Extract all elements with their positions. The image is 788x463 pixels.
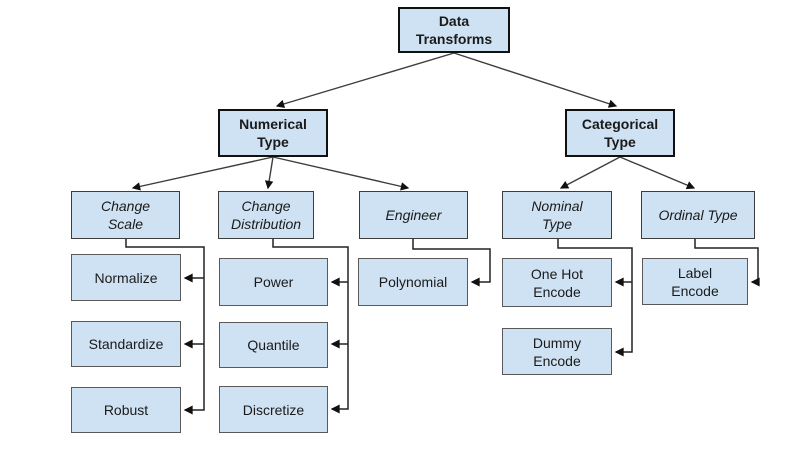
edge-engineer-polynomial bbox=[412, 239, 491, 287]
node-change-distribution: Change Distribution bbox=[218, 191, 314, 239]
edge-numerical-engineer bbox=[272, 156, 410, 191]
edge-change-distribution-spine-discretize bbox=[272, 239, 349, 414]
node-ordinal-type: Ordinal Type bbox=[641, 191, 755, 239]
node-label-encode: Label Encode bbox=[642, 258, 748, 305]
edge-change-scale-spine-robust bbox=[125, 239, 205, 415]
edge-numerical-change-scale bbox=[131, 156, 274, 191]
node-discretize: Discretize bbox=[219, 386, 328, 433]
edge-nominal-spine-dummy bbox=[557, 239, 633, 357]
edge-numerical-change-distribution bbox=[264, 156, 274, 190]
node-power: Power bbox=[219, 258, 328, 306]
edge-ordinal-label-encode bbox=[694, 239, 760, 287]
node-nominal-type: Nominal Type bbox=[502, 191, 612, 239]
node-data-transforms: Data Transforms bbox=[398, 7, 510, 53]
node-robust: Robust bbox=[71, 387, 181, 433]
node-dummy-encode: Dummy Encode bbox=[502, 328, 612, 375]
node-engineer: Engineer bbox=[359, 191, 468, 239]
node-normalize: Normalize bbox=[71, 254, 181, 301]
node-one-hot-encode: One Hot Encode bbox=[502, 258, 612, 307]
node-quantile: Quantile bbox=[219, 322, 328, 368]
edge-categorical-nominal bbox=[559, 156, 621, 189]
node-standardize: Standardize bbox=[71, 321, 181, 367]
node-numerical-type: Numerical Type bbox=[218, 109, 328, 157]
edge-categorical-ordinal bbox=[619, 156, 696, 190]
node-polynomial: Polynomial bbox=[358, 258, 468, 306]
node-change-scale: Change Scale bbox=[71, 191, 180, 239]
edge-root-numerical bbox=[275, 52, 455, 108]
node-categorical-type: Categorical Type bbox=[565, 109, 675, 157]
edge-root-categorical bbox=[453, 52, 618, 108]
